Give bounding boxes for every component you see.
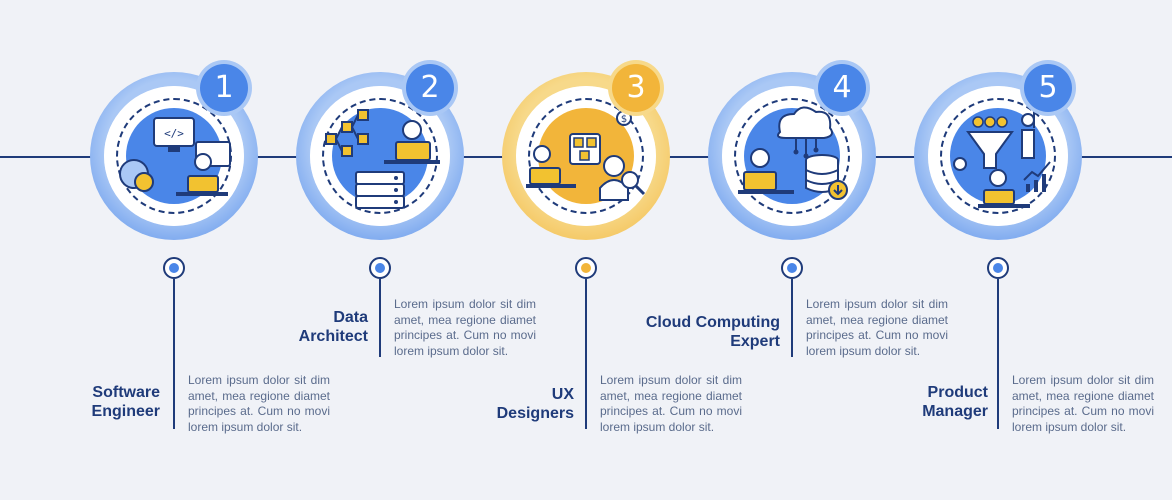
step-5-number-badge: 5	[1024, 64, 1072, 112]
funnel-growth-icon	[953, 105, 1051, 208]
step-1-number-badge: 1	[200, 64, 248, 112]
svg-text:</>: </>	[164, 127, 184, 140]
step-1: </> 1 Software Engineer Lorem ipsum dolo…	[82, 0, 330, 500]
step-2-circle	[296, 72, 464, 240]
step-3-connector	[585, 279, 587, 429]
step-2-description: Lorem ipsum dolor sit dim amet, mea regi…	[394, 297, 536, 358]
step-3-number-badge: 3	[612, 64, 660, 112]
code-laptop-icon: </>	[119, 117, 231, 196]
step-2-title: Data Architect	[298, 309, 368, 345]
step-2: 2 Data Architect Lorem ipsum dolor sit d…	[288, 0, 536, 500]
step-2-connector	[379, 279, 381, 357]
step-5-timeline-dot	[987, 257, 1009, 279]
step-5-title: Product Manager	[922, 384, 988, 420]
step-3-timeline-dot	[575, 257, 597, 279]
step-3-title: UX Designers	[496, 386, 574, 422]
step-4-circle	[708, 72, 876, 240]
ux-workflow-icon: $	[526, 110, 646, 201]
step-1-connector	[173, 279, 175, 429]
step-3-description: Lorem ipsum dolor sit dim amet, mea regi…	[600, 373, 742, 434]
svg-text:$: $	[621, 114, 627, 125]
step-4-number-badge: 4	[818, 64, 866, 112]
step-5: 5 Product Manager Lorem ipsum dolor sit …	[906, 0, 1154, 500]
step-4-timeline-dot	[781, 257, 803, 279]
step-4-connector	[791, 279, 793, 357]
cloud-data-icon	[738, 106, 848, 200]
step-1-description: Lorem ipsum dolor sit dim amet, mea regi…	[188, 373, 330, 434]
database-network-icon	[325, 109, 440, 209]
step-5-description: Lorem ipsum dolor sit dim amet, mea regi…	[1012, 373, 1154, 434]
step-4-title: Cloud Computing Expert	[645, 314, 780, 350]
step-1-timeline-dot	[163, 257, 185, 279]
step-2-number-badge: 2	[406, 64, 454, 112]
step-3: $ 3 UX Designers Lorem ipsum dolor sit d…	[494, 0, 742, 500]
step-1-title: Software Engineer	[91, 384, 160, 420]
step-4: 4 Cloud Computing Expert Lorem ipsum dol…	[646, 0, 948, 500]
step-4-description: Lorem ipsum dolor sit dim amet, mea regi…	[806, 297, 948, 358]
step-5-connector	[997, 279, 999, 429]
step-2-timeline-dot	[369, 257, 391, 279]
